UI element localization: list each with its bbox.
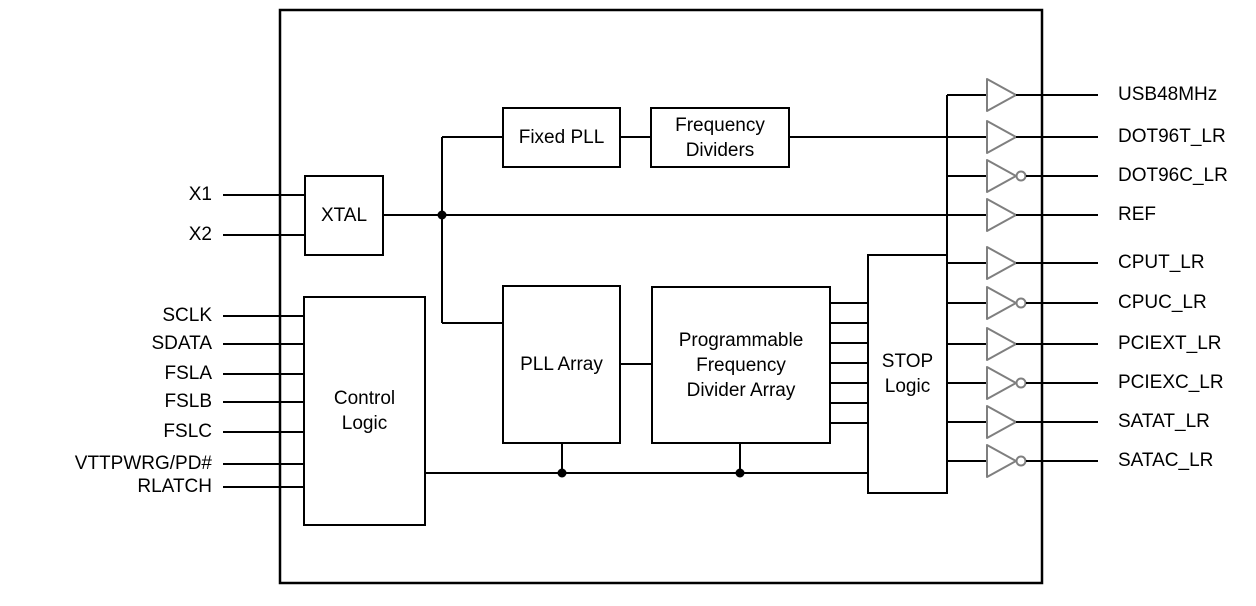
output-label-dot96t-lr: DOT96T_LR (1118, 126, 1226, 147)
output-label-cpuc-lr: CPUC_LR (1118, 292, 1207, 313)
buffer-cput_lr (947, 246, 1098, 280)
inverting-buffer-satac_lr (947, 444, 1098, 478)
output-label-satat-lr: SATAT_LR (1118, 411, 1210, 432)
divider-bus-wires (829, 302, 867, 424)
input-label-x2: X2 (188, 224, 212, 245)
input-label-vttpwrg-pd: VTTPWRG/PD# (74, 453, 212, 474)
output-label-pciexc-lr: PCIEXC_LR (1118, 372, 1224, 393)
block-programmable-frequency-divider-array: Programmable Frequency Divider Array (651, 286, 831, 444)
block-xtal: XTAL (304, 175, 384, 256)
buffer-ref (947, 198, 1098, 232)
output-label-dot96c-lr: DOT96C_LR (1118, 165, 1228, 186)
output-label-cput-lr: CPUT_LR (1118, 252, 1205, 273)
input-label-fslb: FSLB (164, 391, 212, 412)
buffer-pciext_lr (947, 327, 1098, 361)
output-label-satac-lr: SATAC_LR (1118, 450, 1214, 471)
inverting-buffer-cpuc_lr (947, 286, 1098, 320)
inverting-buffer-dot96c_lr (947, 159, 1098, 193)
input-label-sdata: SDATA (151, 333, 212, 354)
input-pin-wires (223, 194, 304, 488)
block-fixed-pll: Fixed PLL (502, 107, 621, 168)
control-wires (425, 443, 867, 474)
output-label-usb48mhz: USB48MHz (1118, 84, 1218, 105)
input-label-sclk: SCLK (162, 305, 212, 326)
output-label-ref: REF (1118, 204, 1156, 225)
input-label-fsla: FSLA (164, 363, 212, 384)
input-label-rlatch: RLATCH (137, 476, 212, 497)
buffer-satat_lr (947, 405, 1098, 439)
chip-outline (278, 8, 1044, 585)
inverting-buffer-pciexc_lr (947, 366, 1098, 400)
output-buffer-layer (947, 78, 1098, 478)
block-pll-array: PLL Array (502, 285, 621, 444)
input-label-fslc: FSLC (163, 421, 212, 442)
wire-junction-dots (437, 210, 745, 478)
buffer-dot96t_lr (947, 120, 1098, 154)
block-stop-logic: STOP Logic (867, 254, 948, 494)
block-control-logic: Control Logic (303, 296, 426, 526)
input-label-x1: X1 (188, 184, 212, 205)
output-label-pciext-lr: PCIEXT_LR (1118, 333, 1222, 354)
block-frequency-dividers: Frequency Dividers (650, 107, 790, 168)
buffer-usb48mhz (947, 78, 1098, 112)
